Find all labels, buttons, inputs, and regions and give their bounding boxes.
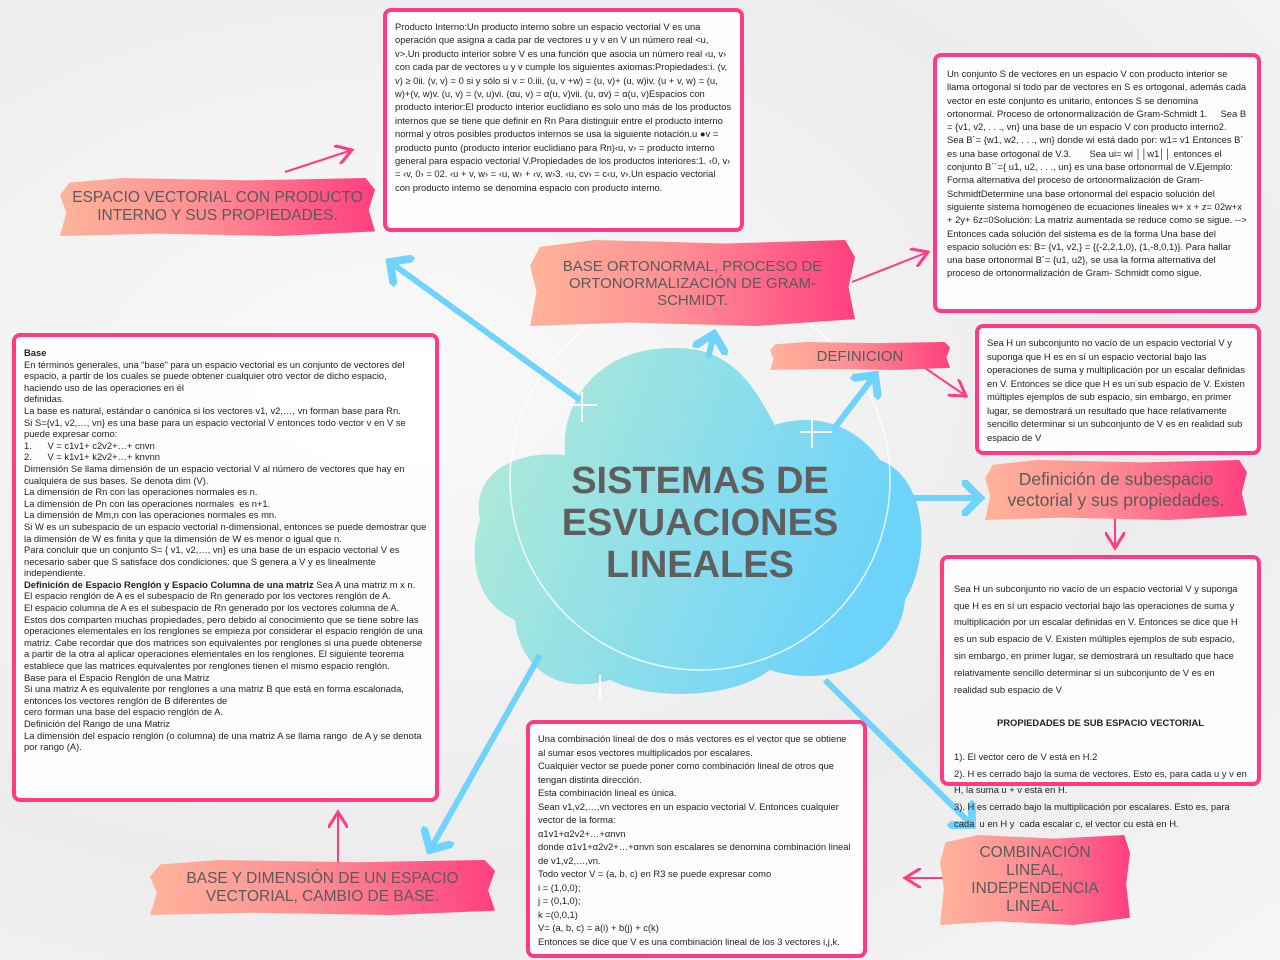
label-definicion: DEFINICION [770,342,950,370]
arrow-combinacion [822,677,972,825]
base-heading: Base [24,347,47,358]
subespacio-heading: PROPIEDADES DE SUB ESPACIO VECTORIAL [997,717,1204,729]
arrow-base-dimension [430,653,543,850]
central-title: SISTEMAS DE ESVUACIONES LINEALES [561,460,839,586]
arrow-producto-interno [390,262,582,403]
renglon-heading: Definición de Espacio Renglón y Espacio … [24,578,314,590]
label-producto-interno: ESPACIO VECTORIAL CON PRODUCTO INTERNO Y… [60,178,375,236]
box-ortonormal: Un conjunto S de vectores en un espacio … [933,53,1261,313]
arrow-base-ortonormal [708,334,714,359]
box-combinacion: Una combinación lineal de dos o más vect… [526,720,867,958]
subespacio-intro: Sea H un subconjunto no vacío de un espa… [954,582,1241,695]
box-subespacio: Sea H un subconjunto no vacío de un espa… [940,555,1261,829]
renglon-text: Sea A una matriz m x n. El espacio rengl… [24,578,423,753]
box-producto-interno: Producto Interno:Un producto interno sob… [383,8,744,232]
label-subespacio: Definición de subespacio vectorial y sus… [985,460,1247,520]
label-combinacion: COMBINACIÓN LINEAL, INDEPENDENCIA LINEAL… [940,835,1130,925]
label-base-dimension: BASE Y DIMENSIÓN DE UN ESPACIO VECTORIAL… [150,860,495,915]
box-definicion: Sea H un subconjunto no vacío de un espa… [975,324,1261,455]
arrow-definicion [830,375,875,432]
base-text: En términos generales, una “base” para u… [24,358,427,579]
label-base-ortonormal: BASE ORTONORMAL, PROCESO DE ORTONORMALIZ… [530,240,855,326]
subespacio-props: 1). El vector cero de V está en H.2 2). … [954,750,1247,829]
central-cloud [474,347,922,694]
box-base-dimension: Base En términos generales, una “base” p… [12,333,439,802]
